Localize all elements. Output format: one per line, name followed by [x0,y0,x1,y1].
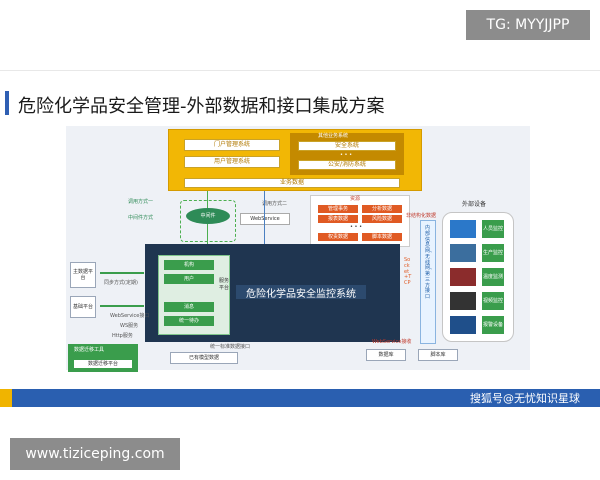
ws-receive-label: WebService接收 [372,339,412,345]
resources-dots: • • • [350,224,363,230]
slide-footer-bar [0,389,600,407]
ws-short-label: WS服务 [120,323,139,329]
watermark-bottom: www.tiziceping.com [10,438,180,470]
other-systems-title: 其他业务系统 [318,133,349,139]
unstructured-data-label: 非结构化数据 [406,213,437,219]
external-devices-title: 外部设备 [462,201,487,208]
basic-platform: 基础平台 [70,296,96,318]
fire-system-box: 公安/消防系统 [298,160,396,170]
device-label: 人员监控 [482,220,504,238]
device-image [450,292,476,310]
device-label: 温度监测 [482,268,504,286]
slide-title: 危险化学品安全管理-外部数据和接口集成方案 [18,96,385,117]
resources-title: 资源 [350,196,361,202]
title-accent-bar [5,91,9,115]
business-data-bar: 业务数据 [184,178,400,188]
user-button: 用户 [164,274,214,284]
tools-sub: 数据迁移平台 [74,360,132,368]
message-button: 消息 [164,302,214,312]
call-method-2-label: 调用方式二 [262,201,288,207]
resource-cell: 权责数据 [318,233,358,241]
service-platform-label: 服务平台 [218,278,229,291]
middleware-node: 中间件 [186,208,230,224]
device-image [450,220,476,238]
device-image [450,268,476,286]
connector-line [207,191,208,208]
script-library-box: 脚本库 [418,349,458,361]
org-button: 机构 [164,260,214,270]
resource-cell: 管理事务 [318,205,358,213]
device-label: 生产监控 [482,244,504,262]
connector-line [207,224,208,244]
device-label: 报警设备 [482,316,504,334]
portal-system-box: 门户管理系统 [184,139,280,151]
todo-button: 统一待办 [164,316,214,326]
database-box: 数据库 [366,349,406,361]
middleware-method-label: 中间件方式 [128,215,154,221]
device-image [450,316,476,334]
arrow-master-data [100,272,144,274]
user-mgmt-system-box: 用户管理系统 [184,156,280,168]
footer-accent [0,389,12,407]
call-method-1-label: 调用方式一 [128,199,154,205]
connector-line [264,191,265,244]
http-label: Http服务 [112,333,133,339]
resource-cell: 风险数据 [362,215,402,223]
watermark-top: TG: MYYJJPP [466,10,590,40]
core-system-title: 危险化学品安全监控系统 [236,285,366,300]
footer-credit: 搜狐号@无忧知识星球 [470,392,580,405]
socket-tcp-label: Socket+TCP [404,257,412,286]
existing-model-data: 已有模型数据 [170,352,238,364]
resource-cell: 分析数据 [362,205,402,213]
master-data-platform: 主数据平台 [70,262,96,288]
middleware-group [180,200,236,242]
unified-interface-label: 统一标准数据接口 [210,344,251,350]
security-system-box: 安全系统 [298,141,396,151]
tools-title: 数据迁移工具 [74,347,105,353]
ws-interface-label: WebService接口 [110,313,150,319]
sync-label: 同步方式(定期) [104,280,138,286]
network-channel-label: 内部信息网、无线网、第三方接口 [425,225,436,300]
ellipsis-dots: • • • [340,152,353,158]
resource-cell: 报表数据 [318,215,358,223]
device-label: 视频监控 [482,292,504,310]
resource-cell: 脚本数据 [362,233,402,241]
device-image [450,244,476,262]
arrow-basic-platform [100,305,144,307]
webservice-node: WebService [240,213,290,225]
network-channel [420,220,436,344]
